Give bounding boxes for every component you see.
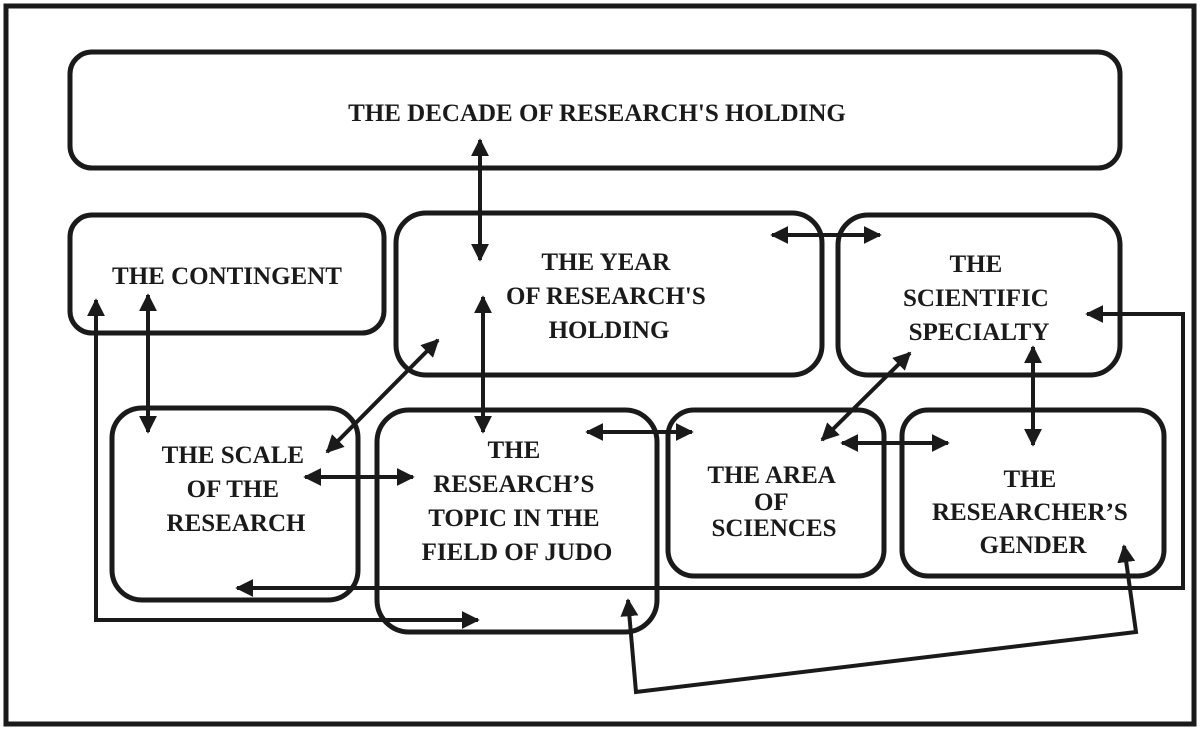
box-decade [67, 49, 1123, 171]
label-decade: THE DECADE OF RESEARCH'S HOLDING [348, 100, 846, 127]
label-contingent: THE CONTINGENT [112, 263, 342, 290]
box-scale [109, 405, 361, 603]
arrow-contingent-topic [87, 298, 480, 629]
arrow-topic-gender [620, 544, 1139, 695]
